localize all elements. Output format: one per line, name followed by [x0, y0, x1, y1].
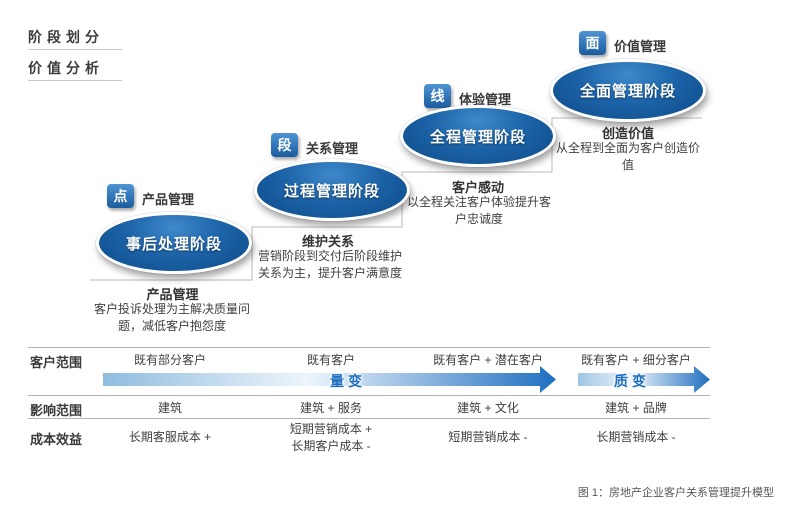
- quantitative-change-arrow: [103, 366, 556, 393]
- stage-2-category: 关系管理: [306, 141, 359, 156]
- stage-2-heading: 维护关系: [301, 234, 354, 249]
- stage-3-category: 体验管理: [459, 92, 512, 107]
- stage-1-badge: 点: [107, 184, 134, 208]
- stage-4-heading: 创造价值: [601, 126, 654, 141]
- stage-3-phase-ellipse: 全程管理阶段: [400, 105, 556, 167]
- stage-1-category: 产品管理: [142, 192, 195, 207]
- stage-1-heading: 产品管理: [146, 287, 199, 302]
- stage-1-description: 客户投诉处理为主解决质量问题，减低客户抱怨度: [93, 302, 250, 333]
- stage-3-badge: 线: [424, 84, 451, 108]
- stage-4-description: 从全程到全面为客户创造价值: [555, 141, 700, 172]
- impact-scope-cell: 建筑 + 文化: [457, 401, 519, 415]
- impact-scope-cell: 建筑 + 品牌: [605, 401, 667, 415]
- stage-2-badge: 段: [271, 133, 298, 157]
- stage-3-heading: 客户感动: [451, 180, 504, 195]
- row-customer-scope-label: 客户范围: [30, 355, 83, 370]
- stage-4-badge: 面: [579, 31, 606, 55]
- row-cost-benefit-label: 成本效益: [30, 432, 83, 447]
- customer-scope-cell: 既有客户 + 细分客户: [581, 353, 691, 367]
- cost-benefit-cell: 长期客服成本 +: [128, 430, 212, 444]
- stage-3-description: 以全程关注客户体验提升客户忠诚度: [406, 195, 551, 226]
- row-impact-scope-label: 影响范围: [30, 403, 83, 418]
- qualitative-change-arrow: [578, 366, 710, 393]
- header-underline: [28, 49, 122, 50]
- customer-scope-cell: 既有部分客户: [133, 353, 206, 367]
- customer-scope-cell: 既有客户 + 潜在客户: [433, 353, 543, 367]
- value-analysis-label: 价值分析: [28, 60, 104, 76]
- stage-1-phase-ellipse: 事后处理阶段: [96, 212, 252, 274]
- stage-2-phase-ellipse: 过程管理阶段: [254, 159, 410, 221]
- stage-4-phase-ellipse: 全面管理阶段: [550, 59, 706, 122]
- table-separator: [28, 347, 710, 348]
- stage-2-description: 营销阶段到交付后阶段维护关系为主，提升客户满意度: [257, 249, 402, 280]
- cost-benefit-cell: 短期营销成本 + 长期客户成本 -: [289, 422, 373, 453]
- impact-scope-cell: 建筑: [157, 401, 182, 415]
- qualitative-change-label: 质变: [614, 373, 650, 389]
- stage-4-category: 价值管理: [614, 39, 667, 54]
- quantitative-change-label: 量变: [330, 373, 366, 389]
- customer-scope-cell: 既有客户: [306, 353, 355, 367]
- cost-benefit-cell: 短期营销成本 -: [448, 430, 528, 444]
- stage-division-label: 阶段划分: [28, 29, 104, 45]
- table-separator: [28, 395, 710, 396]
- header-underline: [28, 80, 122, 81]
- cost-benefit-cell: 长期营销成本 -: [596, 430, 676, 444]
- table-separator: [28, 418, 710, 419]
- figure-caption: 图 1：房地产企业客户关系管理提升模型: [577, 487, 774, 499]
- impact-scope-cell: 建筑 + 服务: [300, 401, 362, 415]
